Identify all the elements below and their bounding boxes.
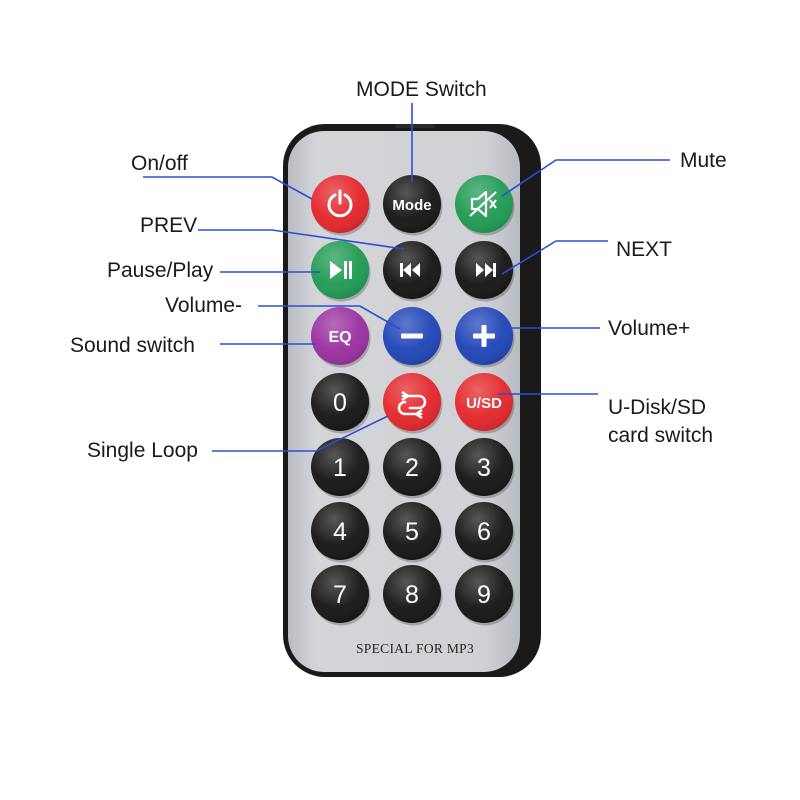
button-label: 7 <box>333 581 347 609</box>
digit-9-button[interactable]: 9 <box>455 565 515 626</box>
loop-button[interactable] <box>383 373 443 434</box>
loop-icon <box>397 391 427 419</box>
digit-1-button[interactable]: 1 <box>311 438 371 499</box>
callout-sound-switch: Sound switch <box>70 334 195 357</box>
button-shine <box>383 373 441 431</box>
digit-4-button[interactable]: 4 <box>311 502 371 563</box>
digit-0-button[interactable]: 0 <box>311 373 371 434</box>
button-shine <box>311 373 369 431</box>
skip-forward-icon <box>476 263 496 277</box>
callout-volume-plus: Volume+ <box>608 317 691 340</box>
button-label: Mode <box>392 197 431 214</box>
button-shine <box>455 565 513 623</box>
callout-single-loop: Single Loop <box>87 439 198 462</box>
eq-button[interactable]: EQ <box>311 307 371 368</box>
power-button[interactable] <box>311 175 371 236</box>
button-shine <box>311 438 369 496</box>
button-shine <box>455 373 513 431</box>
button-label: 2 <box>405 454 419 482</box>
button-label: 6 <box>477 518 491 546</box>
button-shine <box>311 307 369 365</box>
leader-next <box>501 240 608 275</box>
leader-onoff <box>143 176 313 200</box>
digit-6-button[interactable]: 6 <box>455 502 515 563</box>
button-label: 5 <box>405 518 419 546</box>
button-shine <box>311 502 369 560</box>
mode-button[interactable]: Mode <box>383 175 443 236</box>
leader-lines <box>143 103 670 452</box>
button-shine <box>455 502 513 560</box>
volume-up-button[interactable] <box>455 307 515 368</box>
button-label: 4 <box>333 518 347 546</box>
callout-prev: PREV <box>140 214 198 237</box>
power-icon <box>327 189 353 218</box>
ir-window <box>395 124 435 128</box>
callout-mute: Mute <box>680 149 727 172</box>
leader-volume-minus <box>258 305 401 330</box>
digit-8-button[interactable]: 8 <box>383 565 443 626</box>
button-label: 9 <box>477 581 491 609</box>
minus-icon <box>401 333 423 339</box>
button-label: EQ <box>328 329 351 346</box>
button-label: U/SD <box>466 395 502 412</box>
callout-udisk-line2: card switch <box>608 424 714 447</box>
skip-back-icon <box>400 263 420 277</box>
leader-mute <box>501 159 670 197</box>
leader-prev <box>198 229 405 250</box>
speaker-mute-icon <box>469 190 497 218</box>
usd-button[interactable]: U/SD <box>455 373 515 434</box>
remote-footer-text: SPECIAL FOR MP3 <box>356 641 474 656</box>
button-shine <box>311 565 369 623</box>
button-label: 8 <box>405 581 419 609</box>
next-button[interactable] <box>455 241 515 302</box>
prev-button[interactable] <box>383 241 443 302</box>
button-label: 3 <box>477 454 491 482</box>
button-label: 0 <box>333 389 347 417</box>
digit-5-button[interactable]: 5 <box>383 502 443 563</box>
callout-onoff: On/off <box>131 152 188 175</box>
button-label: 1 <box>333 454 347 482</box>
callout-pause-play: Pause/Play <box>107 259 214 282</box>
mute-button[interactable] <box>455 175 515 236</box>
digit-3-button[interactable]: 3 <box>455 438 515 499</box>
button-shine <box>383 502 441 560</box>
callout-volume-minus: Volume- <box>165 294 243 317</box>
callout-next: NEXT <box>616 238 673 261</box>
callout-udisk-line1: U-Disk/SD <box>608 396 706 419</box>
digit-2-button[interactable]: 2 <box>383 438 443 499</box>
leader-single-loop <box>212 415 389 452</box>
button-shine <box>383 438 441 496</box>
plus-icon <box>473 325 495 347</box>
play-pause-button[interactable] <box>311 241 371 302</box>
play-pause-icon <box>330 261 352 279</box>
button-shine <box>455 438 513 496</box>
button-shine <box>383 565 441 623</box>
button-shine <box>383 175 441 233</box>
digit-7-button[interactable]: 7 <box>311 565 371 626</box>
volume-down-button[interactable] <box>383 307 443 368</box>
callout-mode: MODE Switch <box>356 78 487 101</box>
